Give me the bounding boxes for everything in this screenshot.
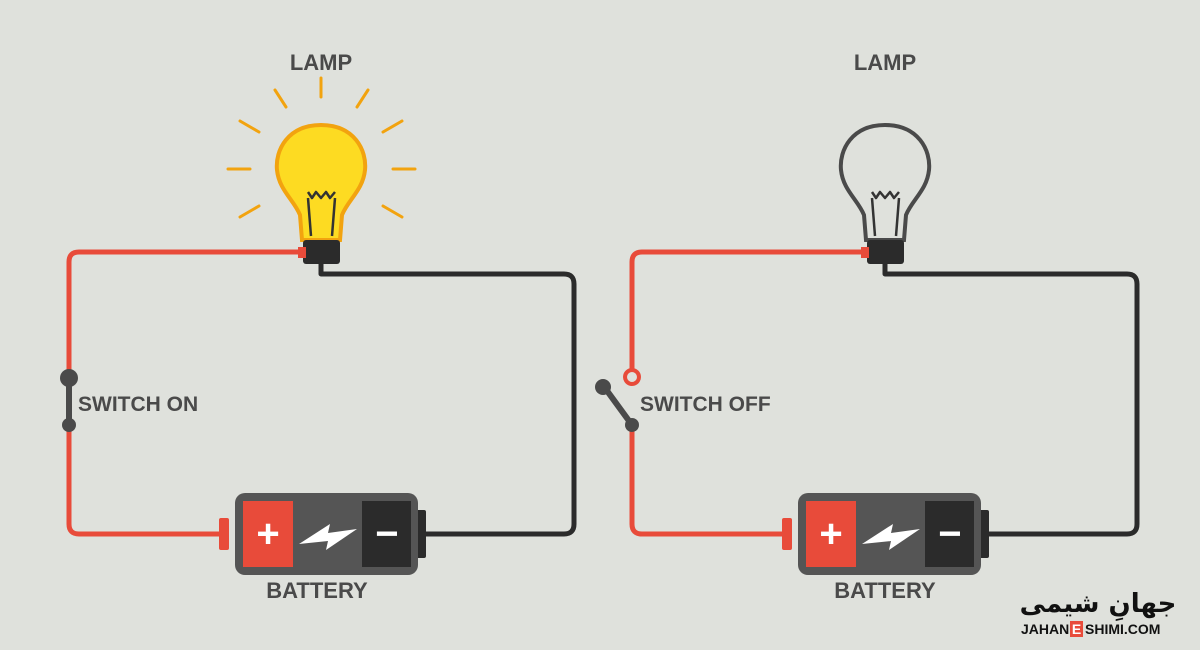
light-rays — [226, 76, 417, 219]
logo-e-badge — [1070, 621, 1083, 637]
plus-symbol-left: + — [256, 512, 279, 556]
switch-label-right: SWITCH OFF — [640, 393, 771, 416]
minus-symbol-left: − — [375, 512, 398, 556]
lamp-label-left: LAMP — [290, 50, 352, 75]
battery-label-left: BATTERY — [266, 578, 368, 603]
battery-right: + − — [782, 493, 989, 575]
minus-symbol-right: − — [938, 512, 961, 556]
circuit-right: SWITCH OFF LAMP + − BATTERY — [595, 50, 1140, 603]
logo-latin-part1: JAHAN — [1021, 621, 1069, 637]
lamp-label-right: LAMP — [854, 50, 916, 75]
positive-wire-right-lower — [629, 422, 789, 537]
logo-latin-mark: E — [1072, 621, 1081, 637]
lightning-bolt-icon — [862, 524, 920, 550]
circuit-left: SWITCH ON LAMP — [60, 50, 577, 603]
logo-latin-part2: SHIMI.COM — [1085, 621, 1160, 637]
lightning-bolt-icon — [299, 524, 357, 550]
switch-open[interactable] — [595, 368, 641, 432]
switch-label-left: SWITCH ON — [78, 393, 198, 416]
negative-wire-right — [882, 259, 1140, 537]
light-bulb-icon — [226, 76, 417, 264]
positive-wire-left-lower — [66, 422, 226, 537]
positive-wire-left — [66, 249, 305, 381]
logo-persian-text: جهانِ شیمی — [1020, 589, 1177, 622]
light-bulb-icon — [838, 122, 932, 264]
battery-label-right: BATTERY — [834, 578, 936, 603]
switch-closed[interactable] — [60, 369, 78, 432]
plus-symbol-right: + — [819, 512, 842, 556]
negative-wire-left — [318, 259, 577, 537]
site-logo: جهانِ شیمی JAHAN E SHIMI.COM — [1020, 589, 1177, 637]
positive-wire-right — [629, 249, 868, 375]
battery-left: + − — [219, 493, 426, 575]
